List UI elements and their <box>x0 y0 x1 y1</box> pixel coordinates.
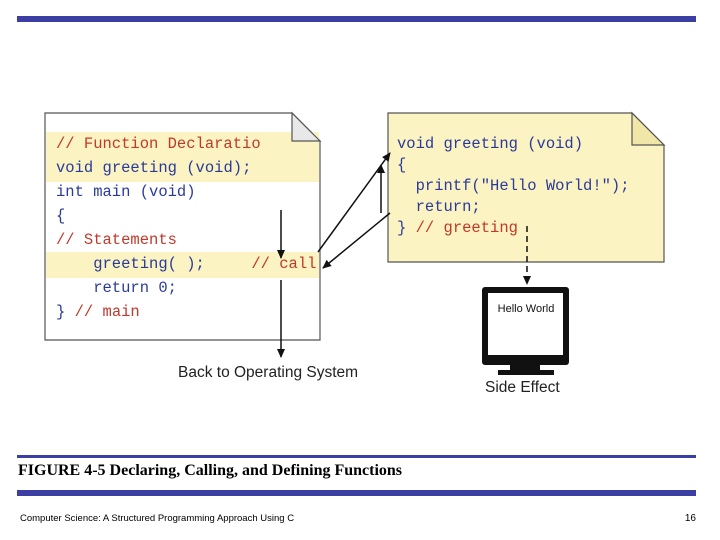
code-comment: // call <box>204 255 317 273</box>
monitor-screen <box>488 293 563 355</box>
code-text: ); <box>232 159 252 177</box>
code-text: void greeting (void) <box>397 135 584 153</box>
code-comment: // greeting <box>415 219 518 237</box>
code-text: } <box>56 303 75 321</box>
left_code-line: void greeting (void); <box>56 156 251 180</box>
code-text: int main ( <box>56 183 150 201</box>
footer-text: Computer Science: A Structured Programmi… <box>20 513 295 524</box>
side-effect-label: Side Effect <box>485 379 560 396</box>
left_code-line: return 0; <box>56 276 177 300</box>
code-text: void <box>149 183 187 201</box>
left_code-line: int main (void) <box>56 180 196 204</box>
code-text: void <box>56 159 94 177</box>
right-page-fold <box>631 111 666 146</box>
right_code-line: void greeting (void) <box>397 132 583 156</box>
code-comment: // Statements <box>56 231 177 249</box>
code-text: { <box>56 207 66 225</box>
right_code-line: } // greeting <box>397 216 518 240</box>
right-code: void greeting (void) { printf("Hello Worl… <box>397 132 659 260</box>
monitor-text: Hello World <box>497 303 555 315</box>
left_code-line: // Function Declaratio <box>56 132 261 156</box>
highlight-declaration <box>46 132 319 182</box>
code-text: } <box>397 219 416 237</box>
code-text: printf("Hello World!"); <box>397 177 630 195</box>
code-comment: // Function Declaratio <box>56 135 261 153</box>
code-text: { <box>397 156 407 174</box>
code-text: greeting( ); <box>56 255 205 273</box>
back-to-os-label: Back to Operating System <box>178 364 359 381</box>
page-number: 16 <box>684 513 696 524</box>
code-text: ) <box>186 183 196 201</box>
highlight-call <box>46 252 319 278</box>
code-text: void <box>195 159 233 177</box>
code-comment: // main <box>74 303 140 321</box>
left-page-fold <box>291 111 322 142</box>
bottom-rule <box>17 490 696 496</box>
figure-caption: FIGURE 4-5 Declaring, Calling, and Defin… <box>18 462 403 479</box>
arrow-return-to-call <box>322 212 391 269</box>
left_code-line: // Statements <box>56 228 177 252</box>
left_code-line: { <box>56 204 65 228</box>
code-text: return; <box>397 198 481 216</box>
code-text: greeting ( <box>93 159 196 177</box>
top-rule <box>17 16 696 22</box>
right_code-line: printf("Hello World!"); <box>397 174 630 198</box>
right-code-page <box>387 112 665 263</box>
arrow-declaration-to-definition <box>317 152 391 253</box>
right_code-line: return; <box>397 195 481 219</box>
caption-rule <box>17 455 696 458</box>
left_code-line: } // main <box>56 300 140 324</box>
code-text: return 0; <box>56 279 177 297</box>
monitor-stand <box>510 365 540 371</box>
monitor-base <box>498 370 554 375</box>
left_code-line: greeting( ); // call <box>56 252 316 276</box>
right_code-line: { <box>397 153 406 177</box>
